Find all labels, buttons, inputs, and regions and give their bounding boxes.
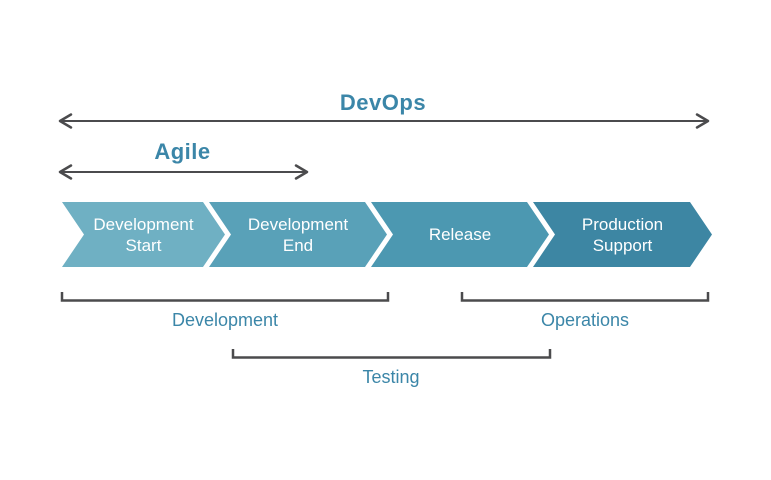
stage-production-support-label: Production Support — [581, 214, 664, 255]
devops-label: DevOps — [339, 90, 427, 115]
stage-production-support: Production Support — [533, 202, 712, 267]
testing-bracket-label: Testing — [362, 367, 420, 387]
operations-bracket — [460, 292, 710, 302]
stage-development-start: Development Start — [62, 202, 225, 267]
stage-development-end: Development End — [209, 202, 387, 267]
stage-release-label: Release — [428, 225, 492, 244]
development-bracket — [60, 292, 390, 302]
stage-development-start-label: Development Start — [93, 214, 194, 255]
stage-development-end-label: Development End — [247, 214, 349, 255]
agile-label: Agile — [154, 139, 211, 164]
operations-bracket-label: Operations — [540, 310, 630, 330]
agile-span-arrow — [58, 164, 309, 180]
stage-release: Release — [371, 202, 549, 267]
development-bracket-label: Development — [171, 310, 279, 330]
devops-span-arrow — [58, 113, 710, 129]
testing-bracket — [231, 349, 552, 359]
